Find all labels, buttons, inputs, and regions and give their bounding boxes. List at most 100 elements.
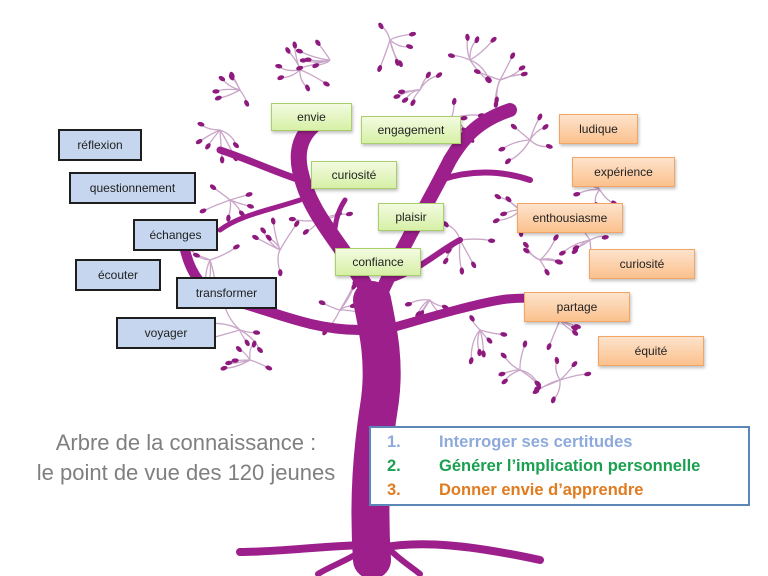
leaf	[523, 247, 530, 254]
twig	[379, 39, 391, 69]
leaf	[485, 77, 491, 84]
leaf	[278, 269, 283, 277]
leaf	[265, 234, 272, 241]
key-point-number: 2.	[387, 457, 401, 475]
key-point-text: Interroger ses certitudes	[439, 433, 633, 451]
leaf	[447, 53, 456, 58]
leaf	[244, 99, 250, 107]
leaf	[572, 330, 579, 336]
twig	[279, 223, 298, 251]
leaf	[500, 352, 507, 359]
key-point-text: Donner envie d’apprendre	[439, 481, 644, 499]
label-partage: partage	[524, 292, 630, 322]
leaf	[404, 301, 413, 307]
leaf	[245, 192, 253, 197]
leaf	[305, 84, 311, 92]
leaf	[542, 124, 549, 130]
leaf	[494, 193, 502, 200]
leaf	[397, 89, 406, 94]
leaf	[492, 218, 500, 224]
leaf	[233, 244, 240, 250]
twig	[459, 238, 492, 242]
leaf	[260, 227, 267, 234]
leaf	[504, 158, 511, 165]
leaf	[192, 252, 200, 258]
twig	[529, 116, 541, 141]
leaf	[468, 357, 474, 365]
leaf	[500, 211, 508, 217]
leaf	[257, 347, 263, 353]
twig	[519, 343, 526, 371]
leaf	[571, 325, 578, 331]
leaf	[442, 221, 449, 228]
leaf	[244, 339, 250, 347]
leaf	[573, 191, 581, 197]
leaf	[219, 156, 225, 164]
leaf	[218, 75, 226, 82]
leaf	[410, 99, 416, 107]
label-curiosite-orange: curiosité	[589, 249, 695, 279]
key-point-text: Générer l’implication personnelle	[439, 457, 701, 475]
twig	[501, 139, 531, 150]
leaf	[302, 229, 309, 235]
leaf	[270, 217, 276, 225]
leaf	[345, 211, 354, 217]
label-experience: expérience	[572, 157, 675, 187]
leaf	[477, 348, 482, 357]
label-voyager: voyager	[116, 317, 216, 349]
title-line-1: Arbre de la connaissance :	[55, 430, 317, 455]
leaf	[292, 41, 298, 49]
leaf	[558, 250, 566, 256]
label-echanges: échanges	[133, 219, 218, 251]
leaf	[550, 396, 556, 404]
leaf	[534, 380, 541, 387]
leaf	[460, 115, 468, 121]
leaf	[197, 121, 205, 127]
leaf	[443, 257, 449, 265]
leaf	[522, 340, 528, 348]
label-ecouter: écouter	[75, 259, 161, 291]
label-reflexion: réflexion	[58, 129, 142, 161]
leaf	[252, 234, 259, 240]
diagram-title: Arbre de la connaissance : le point de v…	[16, 428, 356, 488]
key-point-number: 1.	[387, 433, 401, 451]
leaf	[522, 241, 529, 248]
key-point-1: 1. Interroger ses certitudes	[379, 430, 740, 454]
leaf	[253, 330, 261, 335]
title-line-2: le point de vue des 120 jeunes	[36, 460, 336, 485]
leaf	[406, 44, 414, 49]
leaf	[554, 356, 560, 365]
leaf	[377, 65, 383, 72]
label-engagement: engagement	[361, 116, 461, 144]
leaf	[493, 100, 499, 108]
leaf	[296, 65, 304, 71]
leaf	[572, 245, 580, 251]
leaf	[505, 196, 512, 203]
leaf	[294, 220, 300, 227]
leaf	[251, 340, 257, 348]
leaf	[209, 184, 217, 190]
leaf	[498, 146, 506, 152]
leaf	[246, 203, 254, 209]
leaf	[323, 81, 330, 87]
twig	[458, 239, 463, 272]
leaf	[312, 63, 320, 69]
key-point-number: 3.	[387, 481, 401, 499]
label-equite: équité	[598, 336, 704, 366]
twig	[548, 319, 561, 347]
leaf	[571, 361, 578, 368]
leaf	[285, 47, 291, 54]
leaf	[486, 337, 493, 344]
leaf	[471, 261, 477, 269]
label-confiance: confiance	[335, 248, 421, 276]
leaf	[459, 267, 465, 275]
leaf	[425, 71, 431, 79]
leaf	[212, 89, 220, 94]
key-points-box: 1. Interroger ses certitudes 2. Générer …	[369, 426, 750, 506]
leaf	[205, 143, 211, 150]
leaf	[544, 268, 550, 276]
leaf	[501, 378, 508, 385]
leaf	[214, 95, 222, 101]
leaf	[510, 52, 516, 60]
